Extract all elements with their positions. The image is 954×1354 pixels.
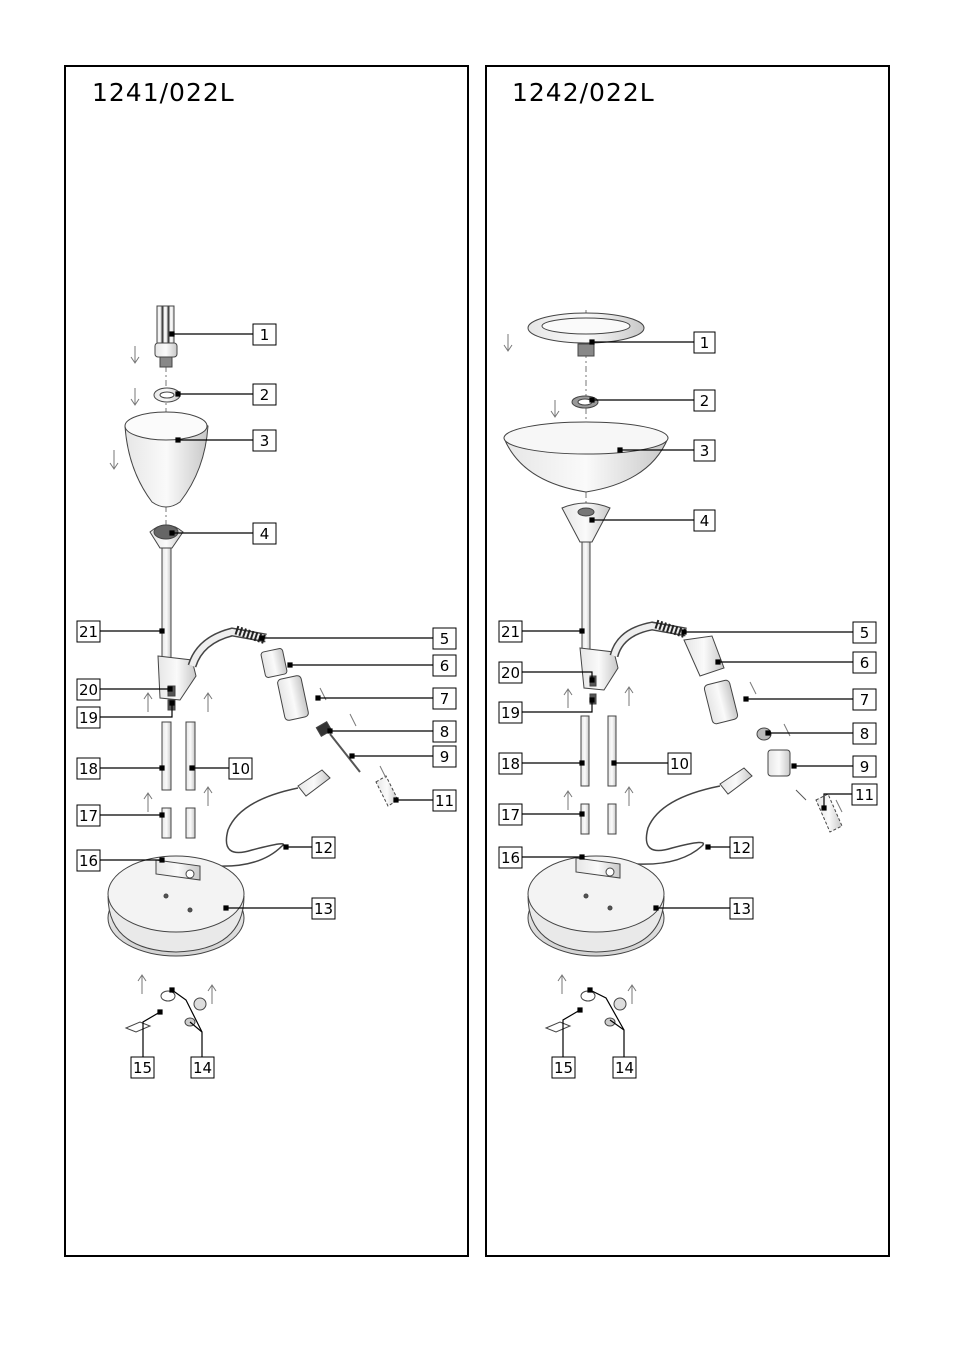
- right-label-5: 5: [852, 621, 877, 644]
- svg-text:19: 19: [501, 704, 520, 722]
- left-label-19: 19: [76, 706, 101, 729]
- cfl-bulb-part-1: [154, 305, 178, 368]
- svg-text:13: 13: [732, 900, 751, 918]
- svg-text:5: 5: [440, 630, 450, 648]
- left-label-3: 3: [252, 429, 277, 452]
- left-label-4: 4: [252, 522, 277, 545]
- svg-text:2: 2: [700, 392, 710, 410]
- right-label-16: 16: [498, 846, 523, 869]
- svg-text:18: 18: [501, 755, 520, 773]
- right-label-1: 1: [693, 331, 716, 354]
- right-label-12: 12: [729, 836, 754, 859]
- right-panel-title: 1242/022L: [512, 78, 655, 107]
- svg-text:11: 11: [435, 792, 454, 810]
- svg-text:3: 3: [260, 432, 270, 450]
- left-label-20: 20: [76, 678, 101, 701]
- right-label-21: 21: [498, 620, 523, 643]
- right-label-11: 11: [851, 783, 878, 806]
- funnel-holder-part-4: [561, 502, 611, 543]
- right-label-2: 2: [693, 389, 716, 412]
- left-label-12: 12: [311, 836, 336, 859]
- left-label-16: 16: [76, 849, 101, 872]
- svg-text:14: 14: [615, 1059, 634, 1077]
- svg-text:10: 10: [231, 760, 250, 778]
- right-label-4: 4: [693, 509, 716, 532]
- svg-text:3: 3: [700, 442, 710, 460]
- right-label-20: 20: [498, 661, 523, 684]
- svg-text:20: 20: [501, 664, 520, 682]
- svg-text:12: 12: [732, 839, 751, 857]
- svg-text:18: 18: [79, 760, 98, 778]
- left-panel-title: 1241/022L: [92, 78, 235, 107]
- svg-text:7: 7: [440, 690, 450, 708]
- left-label-17: 17: [76, 804, 101, 827]
- svg-text:9: 9: [860, 758, 870, 776]
- svg-text:7: 7: [860, 691, 870, 709]
- svg-text:17: 17: [501, 806, 520, 824]
- svg-text:16: 16: [501, 849, 520, 867]
- svg-text:6: 6: [440, 657, 450, 675]
- svg-text:13: 13: [314, 900, 333, 918]
- svg-text:8: 8: [860, 725, 870, 743]
- svg-text:1: 1: [260, 326, 270, 344]
- left-label-8: 8: [432, 720, 457, 743]
- svg-text:2: 2: [260, 386, 270, 404]
- svg-text:10: 10: [670, 755, 689, 773]
- right-label-19: 19: [498, 701, 523, 724]
- svg-text:21: 21: [501, 623, 520, 641]
- svg-text:5: 5: [860, 624, 870, 642]
- svg-text:21: 21: [79, 623, 98, 641]
- right-label-13: 13: [729, 897, 754, 920]
- left-label-2: 2: [252, 383, 277, 406]
- left-panel: [64, 65, 469, 1257]
- right-label-6: 6: [852, 651, 877, 674]
- left-label-6: 6: [432, 654, 457, 677]
- svg-text:15: 15: [554, 1059, 573, 1077]
- left-label-14: 14: [190, 1056, 215, 1079]
- left-label-5: 5: [432, 627, 457, 650]
- svg-text:12: 12: [314, 839, 333, 857]
- svg-text:4: 4: [260, 525, 270, 543]
- right-label-14: 14: [612, 1056, 637, 1079]
- svg-text:6: 6: [860, 654, 870, 672]
- svg-text:8: 8: [440, 723, 450, 741]
- left-label-15: 15: [130, 1056, 155, 1079]
- left-label-21: 21: [76, 620, 101, 643]
- left-label-1: 1: [252, 323, 277, 346]
- leader-lines: [100, 331, 853, 1057]
- part-labels: 1 2 3 4 5 6 7 8 9 11 12 13 10 21 20 19 1…: [76, 323, 878, 1079]
- left-label-11: 11: [432, 789, 457, 812]
- svg-text:19: 19: [79, 709, 98, 727]
- svg-text:17: 17: [79, 807, 98, 825]
- left-label-10: 10: [228, 757, 253, 780]
- left-diagram: [107, 305, 399, 1033]
- right-label-3: 3: [693, 439, 716, 462]
- svg-text:20: 20: [79, 681, 98, 699]
- right-label-10: 10: [667, 752, 692, 775]
- svg-text:11: 11: [855, 786, 874, 804]
- right-panel: [485, 65, 890, 1257]
- svg-text:14: 14: [193, 1059, 212, 1077]
- right-label-15: 15: [551, 1056, 576, 1079]
- svg-text:15: 15: [133, 1059, 152, 1077]
- svg-text:4: 4: [700, 512, 710, 530]
- right-label-7: 7: [852, 688, 877, 711]
- left-label-18: 18: [76, 757, 101, 780]
- upper-pole-part-21: [161, 547, 172, 659]
- right-label-17: 17: [498, 803, 523, 826]
- left-label-7: 7: [432, 687, 457, 710]
- svg-text:9: 9: [440, 748, 450, 766]
- right-diagram: [503, 310, 843, 1033]
- left-label-9: 9: [432, 745, 457, 768]
- left-label-13: 13: [311, 897, 336, 920]
- right-label-18: 18: [498, 752, 523, 775]
- right-label-8: 8: [852, 722, 877, 745]
- svg-text:1: 1: [700, 334, 710, 352]
- svg-text:16: 16: [79, 852, 98, 870]
- right-label-9: 9: [852, 755, 877, 778]
